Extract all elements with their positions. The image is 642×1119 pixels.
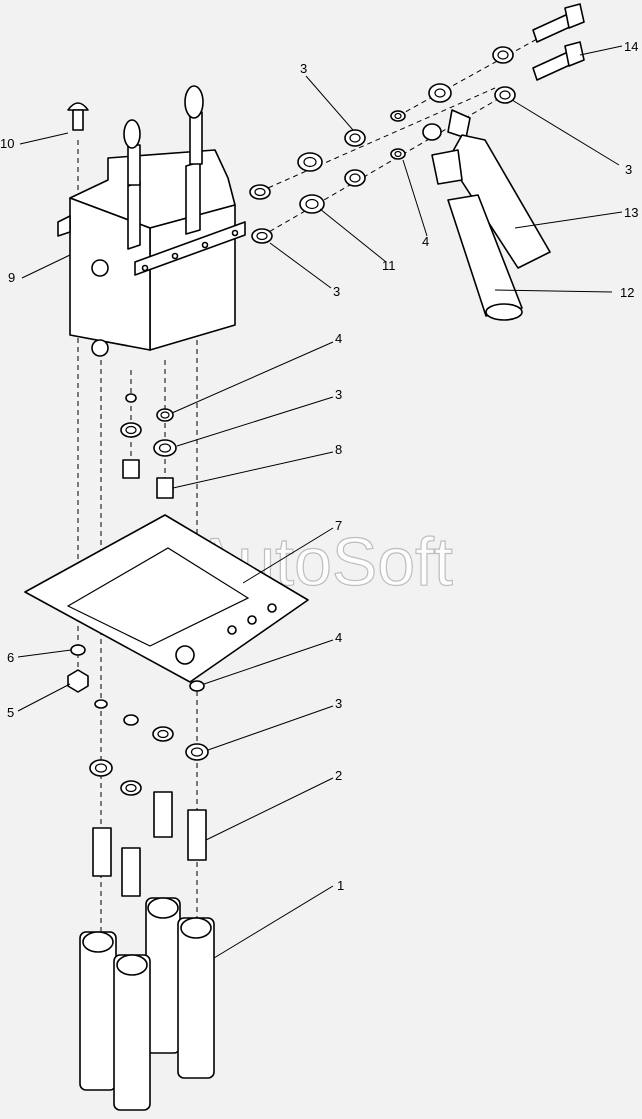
- upper-seals: [249, 46, 516, 244]
- callout-labels: 10 9 3 3 11 4 3 14 13 12 4 3 8 7 4 3 2 1…: [0, 39, 638, 893]
- pin-part: [67, 102, 89, 131]
- block-seals-fittings: [120, 393, 177, 499]
- adapter-fittings: [92, 791, 207, 897]
- gasket-plate: [24, 514, 309, 683]
- callout-3-upper: 3: [300, 61, 307, 76]
- valve-block: [57, 85, 246, 357]
- callout-11: 11: [382, 258, 396, 273]
- nut-and-washer: [67, 644, 89, 693]
- callout-5: 5: [7, 705, 14, 720]
- callout-4-lower: 4: [335, 630, 342, 645]
- lower-hoses: [79, 897, 215, 1111]
- callout-4-middle: 4: [335, 331, 342, 346]
- callout-3-block: 3: [333, 284, 340, 299]
- callout-13: 13: [624, 205, 638, 220]
- callout-4-upper: 4: [422, 234, 429, 249]
- callout-7: 7: [335, 518, 342, 533]
- callout-3-lower: 3: [335, 696, 342, 711]
- callout-3-middle: 3: [335, 387, 342, 402]
- callout-2: 2: [335, 768, 342, 783]
- callout-12: 12: [620, 285, 634, 300]
- callout-1: 1: [337, 878, 344, 893]
- callout-14: 14: [624, 39, 638, 54]
- callout-9: 9: [8, 270, 15, 285]
- lower-seals: [89, 680, 209, 796]
- upper-hoses: [422, 83, 551, 321]
- callout-10: 10: [0, 136, 14, 151]
- callout-8: 8: [335, 442, 342, 457]
- banjo-bolts: [532, 3, 585, 81]
- callout-3-right: 3: [625, 162, 632, 177]
- callout-6: 6: [7, 650, 14, 665]
- leader-lines: [17, 45, 623, 959]
